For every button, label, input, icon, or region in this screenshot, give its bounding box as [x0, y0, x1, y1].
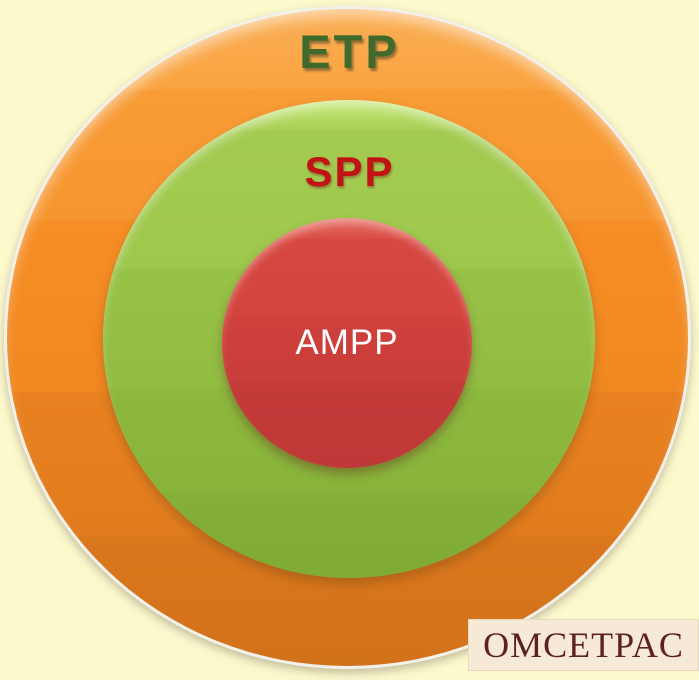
ring-label-spp: SPP	[304, 148, 395, 195]
watermark-text: OMCETPAC	[483, 625, 684, 665]
watermark-box: OMCETPAC	[468, 619, 699, 671]
ring-ampp: AMPP	[222, 218, 472, 468]
ring-label-etp: ETP	[299, 25, 400, 78]
ring-label-ampp: AMPP	[295, 323, 399, 362]
